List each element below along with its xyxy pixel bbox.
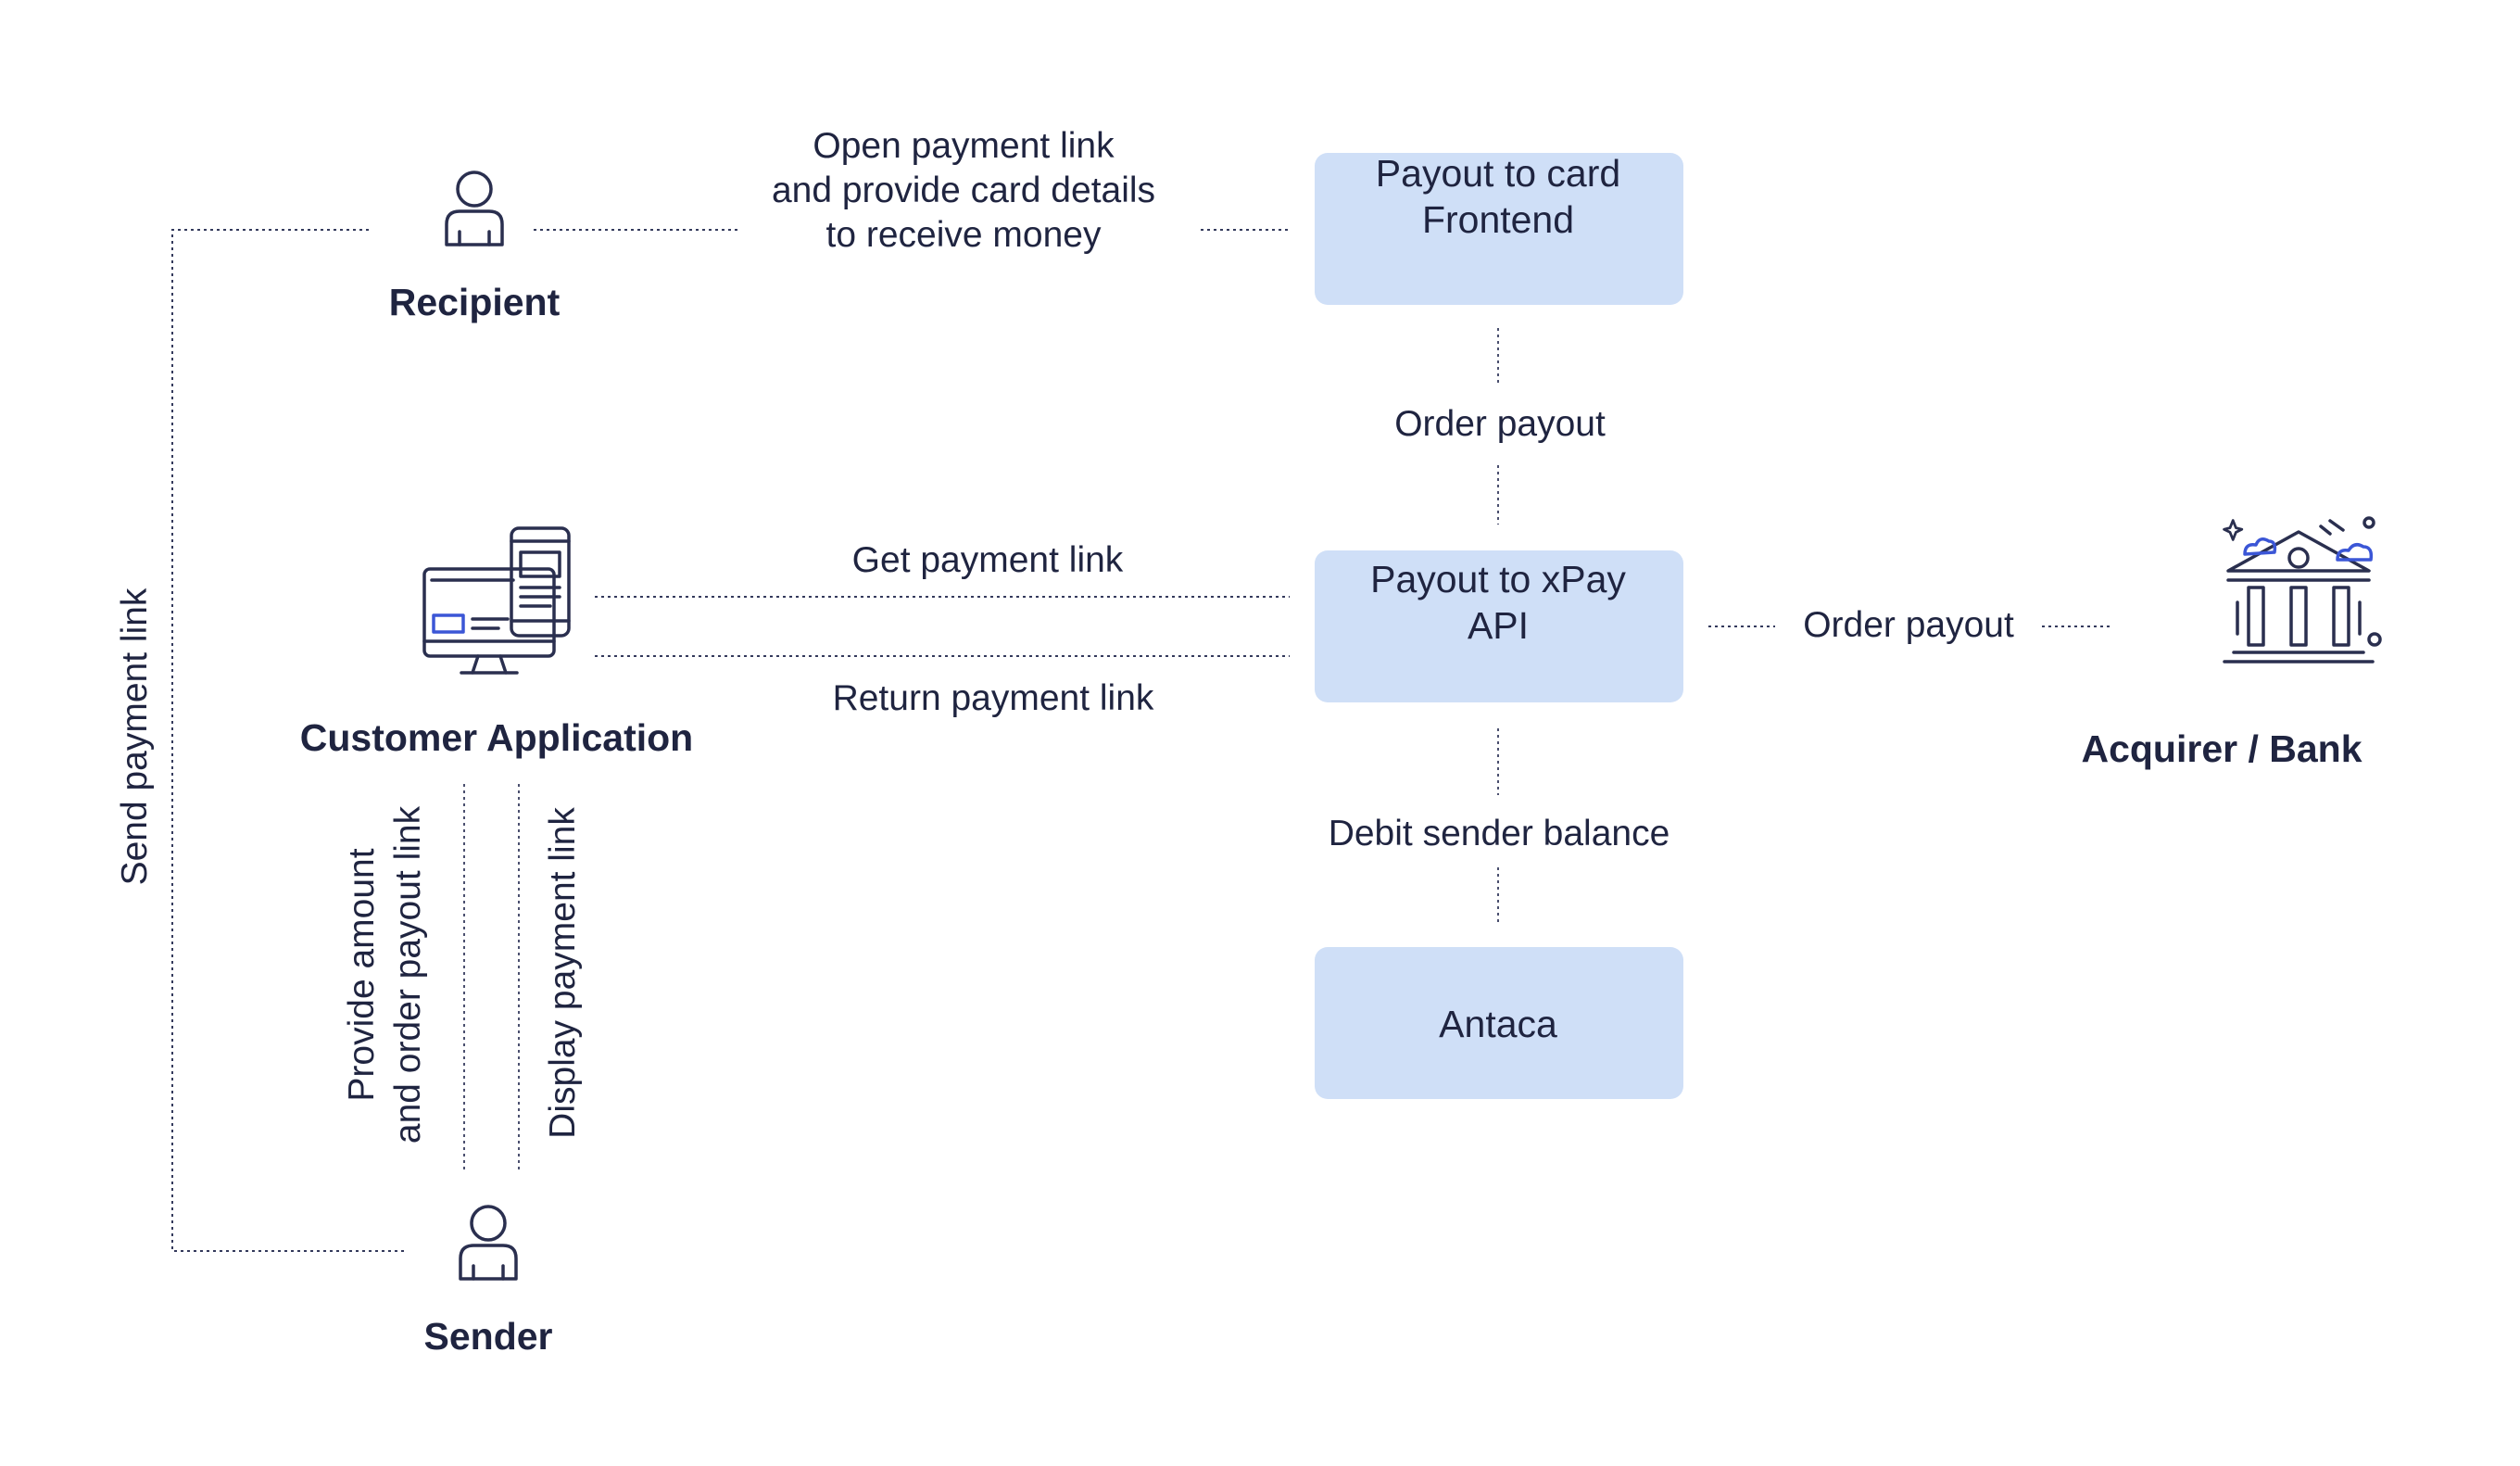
node-antaca-label-line: Antaca: [1439, 1003, 1557, 1045]
edge-label-recipient-frontend-line: to receive money: [826, 215, 1102, 255]
actor-bank: Acquirer / Bank: [2081, 727, 2362, 770]
edge-label-frontend-api-line: Order payout: [1394, 404, 1606, 444]
edge-label-send-link-line: Send payment link: [115, 588, 155, 885]
edge-label-api-bank-line: Order payout: [1803, 605, 2014, 645]
edge-label-api-bank: Order payout: [1803, 605, 2014, 645]
edge-label-recipient-frontend: Open payment link and provide card detail…: [772, 126, 1155, 255]
node-antaca-label: Antaca: [1439, 1003, 1557, 1045]
edge-label-provide-amount-line: and order payout link: [388, 805, 428, 1144]
node-frontend-label-line: Frontend: [1422, 198, 1574, 241]
actor-customer-application: Customer Application: [300, 716, 693, 759]
edge-label-provide-amount-line: Provide amount: [342, 848, 382, 1101]
node-api-label-line: API: [1468, 604, 1529, 647]
edge-label-frontend-api: Order payout: [1394, 404, 1606, 444]
desktop-and-phone-icon: [422, 526, 571, 675]
edge-label-recipient-frontend-line: and provide card details: [772, 171, 1155, 210]
actor-sender: Sender: [424, 1315, 553, 1358]
edge-label-return-link: Return payment link: [833, 678, 1154, 718]
person-icon: [445, 171, 504, 246]
edge-label-return-link-line: Return payment link: [833, 678, 1154, 718]
node-api-label-line: Payout to xPay: [1370, 558, 1626, 600]
edge-label-get-link-line: Get payment link: [852, 540, 1124, 580]
node-frontend-label-line: Payout to card: [1376, 152, 1620, 195]
edge-label-recipient-frontend-line: Open payment link: [813, 126, 1115, 166]
edge-label-send-link: Send payment link: [115, 588, 155, 885]
edge-label-api-antaca-line: Debit sender balance: [1329, 814, 1670, 853]
edge-label-get-link: Get payment link: [852, 540, 1124, 580]
edge-label-display-link: Display payment link: [543, 807, 583, 1139]
person-icon: [459, 1205, 518, 1281]
connectors: [171, 229, 2110, 1252]
bank-icon: [2223, 516, 2382, 663]
edge-label-display-link-line: Display payment link: [543, 807, 583, 1139]
actor-recipient: Recipient: [389, 281, 561, 323]
node-antaca: Antaca: [1315, 947, 1683, 1099]
edge-send-link: [171, 229, 404, 1252]
edge-label-api-antaca: Debit sender balance: [1329, 814, 1670, 853]
